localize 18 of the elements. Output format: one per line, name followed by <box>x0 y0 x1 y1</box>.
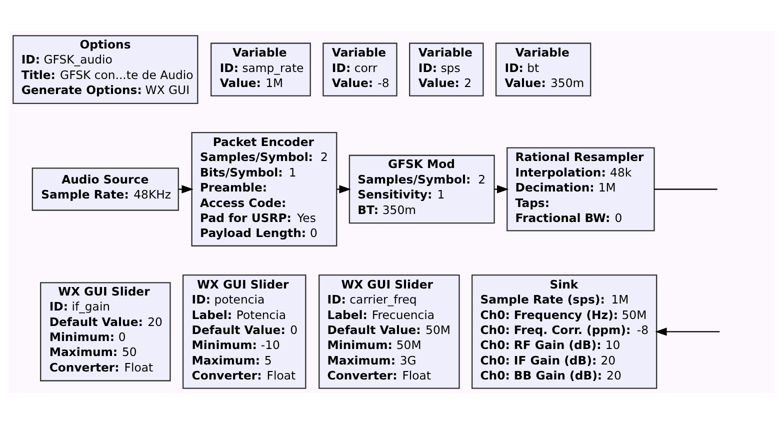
arrow <box>494 185 509 194</box>
node-box: Rational Resampler Interpolation: 48k Decimation: 1M Taps: Fractional BW: 0 <box>506 147 655 232</box>
node-box: WX GUI Slider ID: if_gain Default Value: 20 Minimum: 0 Maximum: 50 Converter: Float <box>40 282 171 382</box>
node-box: Options ID: GFSK_audio Title: GFSK con...te de Audio Generate Options: WX GUI <box>12 35 198 104</box>
node-box: Variable ID: samp_rate Value: 1M <box>210 42 311 96</box>
node-box: GFSK Mod Samples/Symbol: 2 Sensitivity: 1 BT: 350m <box>348 154 495 224</box>
node-box: Variable ID: corr Value: -8 <box>322 42 398 96</box>
arrow <box>336 185 351 194</box>
node-box: Variable ID: bt Value: 350m <box>495 42 592 96</box>
node-box: Audio Source Sample Rate: 48KHz <box>32 168 179 211</box>
node-box: WX GUI Slider ID: potencia Label: Potencia Default Value: 0 Minimum: -10 Maximum: 5 Converter: Float <box>182 274 306 389</box>
node-box: WX GUI Slider ID: carrier_freq Label: Frecuencia Default Value: 50M Minimum: 50M Maximum: 3G Converter: Float <box>318 274 460 389</box>
node-box: Variable ID: sps Value: 2 <box>409 42 484 96</box>
node-box: Sink Sample Rate (sps): 1M Ch0: Frequency (Hz): 50M Ch0: Freq. Corr. (ppm): -8 Ch0: RF Gain (dB): 10 Ch0: IF Gain (dB): 20 Ch0: BB Gain (dB): 20 <box>472 274 658 389</box>
arrow <box>655 328 720 336</box>
node-box: Packet Encoder Samples/Symbol: 2 Bits/Symbol: 1 Preamble: Access Code: Pad for USRP: Yes Payload Length: 0 <box>191 132 338 246</box>
arrow <box>178 185 194 194</box>
connector <box>654 188 718 190</box>
